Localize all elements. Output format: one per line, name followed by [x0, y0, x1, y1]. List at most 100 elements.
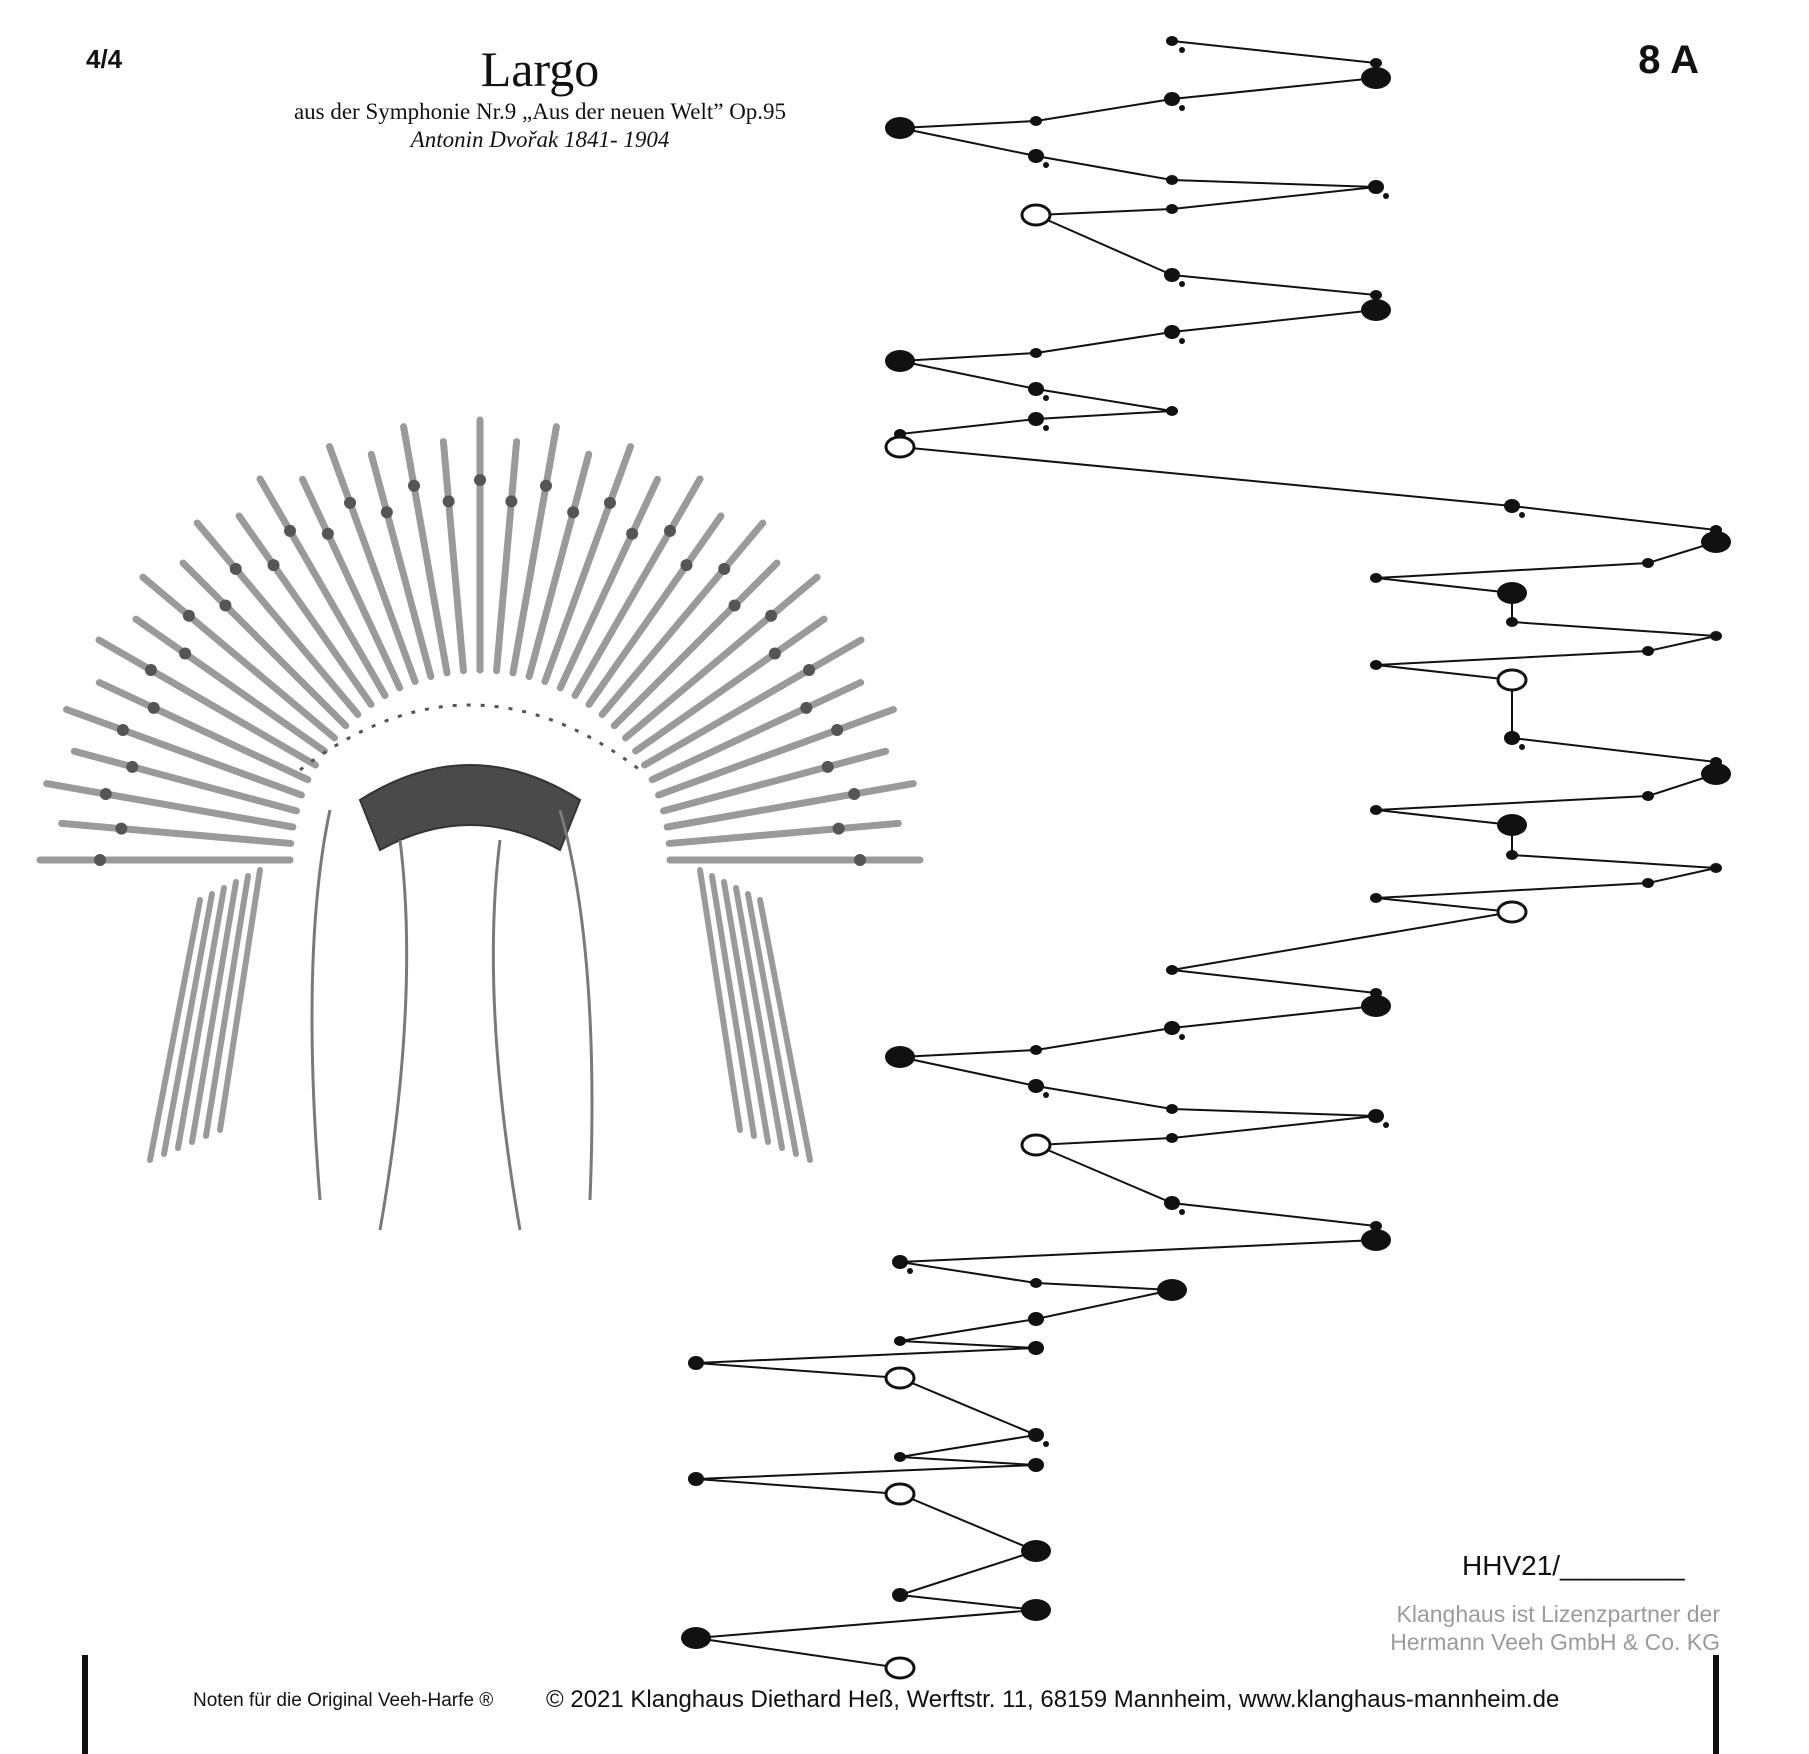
note-66 [884, 1366, 916, 1390]
note-32 [1370, 660, 1382, 670]
note-75 [681, 1627, 711, 1649]
note-41 [1710, 863, 1722, 873]
note-40 [1506, 850, 1518, 860]
feather [256, 475, 389, 699]
feather-bead [680, 559, 693, 572]
feather-bead [768, 647, 781, 660]
feather-bead [821, 760, 834, 773]
note-44 [1496, 900, 1528, 924]
feather-bead [182, 609, 195, 622]
note-13 [1370, 290, 1382, 300]
note-8 [1166, 175, 1178, 185]
note-38 [1370, 805, 1382, 815]
note-55 [1020, 1133, 1052, 1157]
feather [641, 636, 865, 769]
note-3 [1361, 67, 1391, 89]
feather [193, 519, 362, 718]
note-31 [1642, 646, 1654, 656]
note-2 [1370, 58, 1382, 68]
feather-bead [219, 599, 232, 612]
note-dot-56 [1179, 1209, 1185, 1215]
feather-bead [126, 760, 139, 773]
note-59 [892, 1255, 908, 1269]
note-16 [1030, 348, 1042, 358]
note-47 [1361, 995, 1391, 1017]
feather-bead [94, 854, 106, 866]
hanging-feather [189, 879, 239, 1145]
composer-line: Antonin Dvořak 1841- 1904 [410, 127, 670, 152]
feather-bead [664, 524, 676, 537]
note-48 [1164, 1021, 1180, 1035]
feather [632, 615, 828, 755]
note-15 [1164, 325, 1180, 339]
note-49 [1030, 1045, 1042, 1055]
note-70 [688, 1472, 704, 1486]
note-28 [1497, 582, 1527, 604]
footer-copyright: © 2021 Klanghaus Diethard Heß, Werftstr.… [546, 1686, 1560, 1713]
note-dot-12 [1179, 281, 1185, 287]
feather [525, 450, 593, 680]
feather [63, 706, 305, 799]
feather-bead [408, 479, 421, 492]
note-43 [1370, 893, 1382, 903]
feather-bead [144, 664, 157, 676]
note-5 [1030, 116, 1042, 126]
note-73 [892, 1588, 908, 1602]
title-block: Largo aus der Symphonie Nr.9 „Aus der ne… [240, 40, 840, 154]
feather-bead [284, 524, 296, 537]
feather [326, 443, 419, 685]
feather [299, 475, 404, 692]
note-dot-15 [1179, 338, 1185, 344]
note-4 [1164, 92, 1180, 106]
left-tail [310, 809, 409, 1231]
note-39 [1497, 814, 1527, 836]
feather-bead [99, 788, 112, 801]
note-72 [1021, 1540, 1051, 1562]
hanging-feather [721, 879, 771, 1145]
feather-bead [267, 559, 280, 572]
note-61 [1157, 1279, 1187, 1301]
feather [660, 747, 890, 815]
feather-bead [765, 609, 778, 622]
note-34 [1504, 731, 1520, 745]
feather [571, 475, 704, 699]
feather-bead [442, 495, 455, 508]
note-58 [1361, 1229, 1391, 1251]
note-dot-1 [1179, 47, 1185, 53]
feather-bead [728, 599, 741, 612]
feather [648, 679, 865, 784]
headdress-feathers [36, 416, 924, 1163]
note-36 [1701, 763, 1731, 785]
hanging-feather [709, 873, 757, 1139]
note-11 [1020, 203, 1052, 227]
note-18 [1028, 382, 1044, 396]
feather-bead [832, 822, 845, 835]
feather [58, 819, 295, 847]
feather-bead [718, 562, 731, 575]
feather [95, 679, 312, 784]
note-dot-53 [1383, 1122, 1389, 1128]
feather [665, 819, 902, 847]
feather [541, 443, 634, 685]
note-10 [1166, 204, 1178, 214]
feather [556, 475, 661, 692]
note-30 [1710, 631, 1722, 641]
note-12 [1164, 268, 1180, 282]
feather [139, 573, 338, 742]
feather-bead [344, 496, 357, 509]
feather-bead [505, 495, 518, 508]
melody-line [695, 40, 1717, 1669]
note-dot-7 [1043, 162, 1049, 168]
feather-bead [803, 664, 816, 676]
feather-bead [800, 701, 813, 714]
headband-beads [299, 703, 641, 772]
feather-bead [848, 788, 861, 801]
note-dot-67 [1043, 1441, 1049, 1447]
note-37 [1642, 791, 1654, 801]
note-27 [1370, 573, 1382, 583]
feather [95, 636, 319, 769]
note-53 [1368, 1109, 1384, 1123]
hanging-feather [757, 897, 813, 1163]
note-14 [1361, 299, 1391, 321]
